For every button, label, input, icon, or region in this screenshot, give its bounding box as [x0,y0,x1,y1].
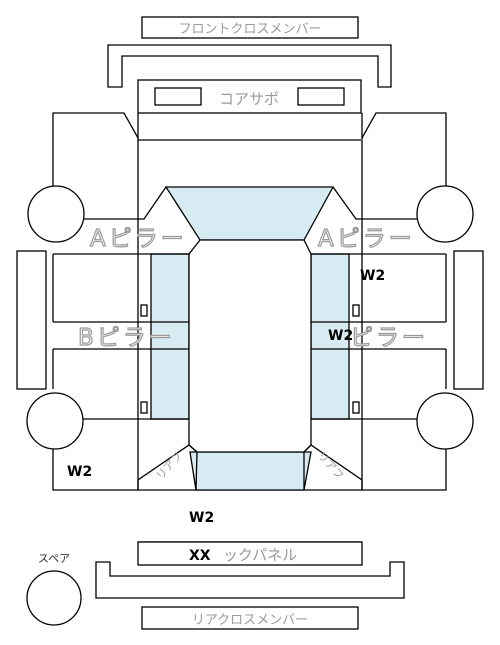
right-rear-door-handle [352,401,360,414]
mark-trunk-floor: W2 [189,510,214,526]
left-front-door-handle [140,304,148,317]
front-cross-member-bracket [107,44,392,88]
right-door-glass [310,253,350,420]
wheel-rear-left [26,392,84,450]
rear-cross-member-box [141,606,359,630]
a-pillar-right-label: Aピラー [318,226,415,252]
front-cross-member-box [141,16,359,39]
left-front-fender [52,112,139,190]
wheel-front-left [27,185,85,243]
headlight-right [297,87,345,106]
left-side-step [16,250,47,390]
back-panel-label: ックパネル [223,546,297,564]
headlight-left [154,87,202,106]
rear-cross-member-label: リアクロスメンバー [192,613,308,628]
right-side-step [453,250,484,390]
wheel-rear-right [416,392,474,450]
left-rear-pillar [137,444,198,491]
left-rear-quarter [52,445,138,491]
left-a-pillar-upper [77,186,167,220]
a-pillar-left-label: Aピラー [90,226,187,252]
right-rear-quarter [362,445,447,491]
spare-label: スペア [38,552,70,565]
core-support-label: コアサポ [219,90,279,108]
right-front-fender [361,112,447,190]
b-pillar-left-label: Bピラー [78,325,175,351]
spare-tire [26,570,82,626]
rear-window [189,451,312,491]
mark-right-upper: W2 [360,268,385,284]
right-a-pillar-upper [332,186,423,220]
windshield [164,186,335,241]
b-pillar-right-label: ピラー [350,325,428,351]
mark-left-rear: W2 [67,464,92,480]
mark-right-b-pillar: W2 [328,328,353,344]
rear-cross-member-bracket [95,561,405,599]
front-cross-member-label: フロントクロスメンバー [178,22,321,37]
back-panel-box [137,541,363,566]
left-rear-door-handle [140,401,148,414]
roof-panel [188,239,312,453]
right-rear-pillar [303,444,363,490]
mark-back-panel: XX [189,548,211,564]
right-front-door-handle [352,304,360,317]
wheel-front-right [416,185,474,243]
